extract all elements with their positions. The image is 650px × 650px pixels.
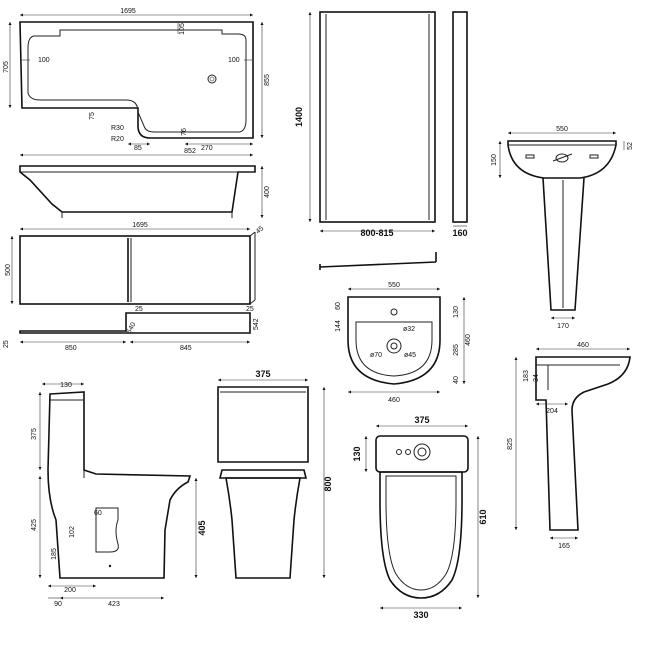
wc-d90-label: 90 xyxy=(54,601,62,608)
basin-dia70-label: ø70 xyxy=(370,352,382,359)
panel-d25b-label: 25 xyxy=(246,306,254,313)
wc-d130-label: 130 xyxy=(60,382,72,389)
panel-end-label: 45 xyxy=(255,225,266,235)
bath-d270-label: 270 xyxy=(201,145,213,152)
basin-profile-outline xyxy=(535,356,631,531)
basin-d130-label: 130 xyxy=(453,306,460,318)
basin-d204-label: 204 xyxy=(546,408,558,415)
basin-width-label: 550 xyxy=(556,126,568,133)
screen-side xyxy=(452,11,468,223)
wc-top-d130-label: 130 xyxy=(352,446,362,461)
basin-top-width-label: 550 xyxy=(388,282,400,289)
basin-height-label: 150 xyxy=(491,154,498,166)
bath-width-a-label: 705 xyxy=(3,61,10,73)
screen-front xyxy=(319,11,436,223)
basin-d34-label: 34 xyxy=(533,374,540,382)
panel-d540-label: 540 xyxy=(126,321,138,335)
wc-front-view: 375 800 405 xyxy=(194,369,333,579)
basin-edge-label: 52 xyxy=(627,142,634,150)
bath-r20-label: R20 xyxy=(111,136,124,143)
panel-d542-label: 542 xyxy=(253,318,260,330)
bath-side-outline xyxy=(19,165,256,213)
bath-panel-view: 1695 500 45 25 25 25 850 845 540 542 xyxy=(3,222,265,352)
panel-length-label: 1695 xyxy=(132,222,148,229)
wc-side-outline xyxy=(47,391,192,579)
bath-step-b-label: 76 xyxy=(181,128,188,136)
wc-d60-label: 60 xyxy=(94,510,102,517)
basin-top-outline xyxy=(347,296,441,385)
panel-d25c-label: 25 xyxy=(3,340,10,348)
basin-pedestal-width-label: 170 xyxy=(557,323,569,330)
basin-d144-label: 144 xyxy=(335,320,342,332)
basin-d40-label: 40 xyxy=(453,376,460,384)
wc-top-width-label: 375 xyxy=(414,415,429,425)
basin-d285-label: 285 xyxy=(453,344,460,356)
bath-width-b-label: 855 xyxy=(264,74,271,86)
waste-outlet xyxy=(207,74,217,84)
wc-pan-top xyxy=(379,471,463,599)
wc-side-view: 130 375 425 60 102 185 200 90 423 xyxy=(31,382,192,608)
wc-front-width-label: 375 xyxy=(255,369,270,379)
basin-side-view: 550 150 52 170 xyxy=(491,126,634,330)
screen-plan xyxy=(319,252,437,270)
screen-width-label: 800-815 xyxy=(360,228,393,238)
basin-dia45-label: ø45 xyxy=(404,352,416,359)
panel-d25a-label: 25 xyxy=(135,306,143,313)
wc-d423-label: 423 xyxy=(108,601,120,608)
wc-cistern-top xyxy=(375,435,469,473)
bath-d85-label: 85 xyxy=(134,145,142,152)
bath-length-label: 1695 xyxy=(120,8,136,15)
bath-d852-label: 852 xyxy=(184,148,196,155)
bath-rim-left-label: 100 xyxy=(38,57,50,64)
basin-d460-label: 460 xyxy=(465,334,472,346)
basin-profile-height-label: 825 xyxy=(507,438,514,450)
bath-panel-plan xyxy=(19,312,251,334)
panel-d845-label: 845 xyxy=(180,345,192,352)
panel-height-label: 500 xyxy=(5,264,12,276)
bath-height-label: 400 xyxy=(264,186,271,198)
basin-profile-ped-label: 165 xyxy=(558,543,570,550)
basin-depth-label: 460 xyxy=(388,397,400,404)
bath-top-outline xyxy=(19,21,254,139)
basin-top-view: 550 60 144 130 285 460 40 ø32 ø70 ø45 46… xyxy=(335,282,472,404)
wc-pan-height-label: 405 xyxy=(197,520,207,535)
panel-d850-label: 850 xyxy=(65,345,77,352)
screen-height-label: 1400 xyxy=(294,107,304,127)
wc-d375-label: 375 xyxy=(31,428,38,440)
bath-side-view: 400 xyxy=(19,165,271,218)
wc-d425-label: 425 xyxy=(31,519,38,531)
wc-top-view: 375 130 610 330 xyxy=(352,415,488,620)
wc-seat-front xyxy=(218,469,308,479)
bath-screen-view: 1400 800-815 160 xyxy=(294,11,468,270)
basin-dia32-label: ø32 xyxy=(403,326,415,333)
basin-profile-view: 460 183 34 204 825 165 xyxy=(507,342,631,550)
bath-top-view: 1695 705 855 105 100 100 75 76 R30 R20 8… xyxy=(3,8,271,157)
basin-d60-label: 60 xyxy=(335,302,342,310)
wc-top-base-label: 330 xyxy=(413,610,428,620)
wc-cistern-front xyxy=(217,386,309,463)
bath-step-label: 75 xyxy=(89,112,96,120)
wc-d200-label: 200 xyxy=(64,587,76,594)
bath-rim-top-label: 105 xyxy=(179,23,186,35)
basin-profile-depth-label: 460 xyxy=(577,342,589,349)
bath-top-inner xyxy=(27,29,247,133)
basin-d183-label: 183 xyxy=(523,370,530,382)
bath-panel-front xyxy=(19,235,251,305)
wc-d102-label: 102 xyxy=(69,526,76,538)
wc-front-height-label: 800 xyxy=(323,476,333,491)
bath-r30-label: R30 xyxy=(111,125,124,132)
screen-depth-label: 160 xyxy=(452,228,467,238)
basin-bowl xyxy=(507,140,617,179)
bath-rim-right-label: 100 xyxy=(228,57,240,64)
basin-pedestal xyxy=(542,177,585,311)
wc-top-depth-label: 610 xyxy=(478,509,488,524)
wc-pan-front xyxy=(225,477,301,579)
wc-d185-label: 185 xyxy=(51,548,58,560)
